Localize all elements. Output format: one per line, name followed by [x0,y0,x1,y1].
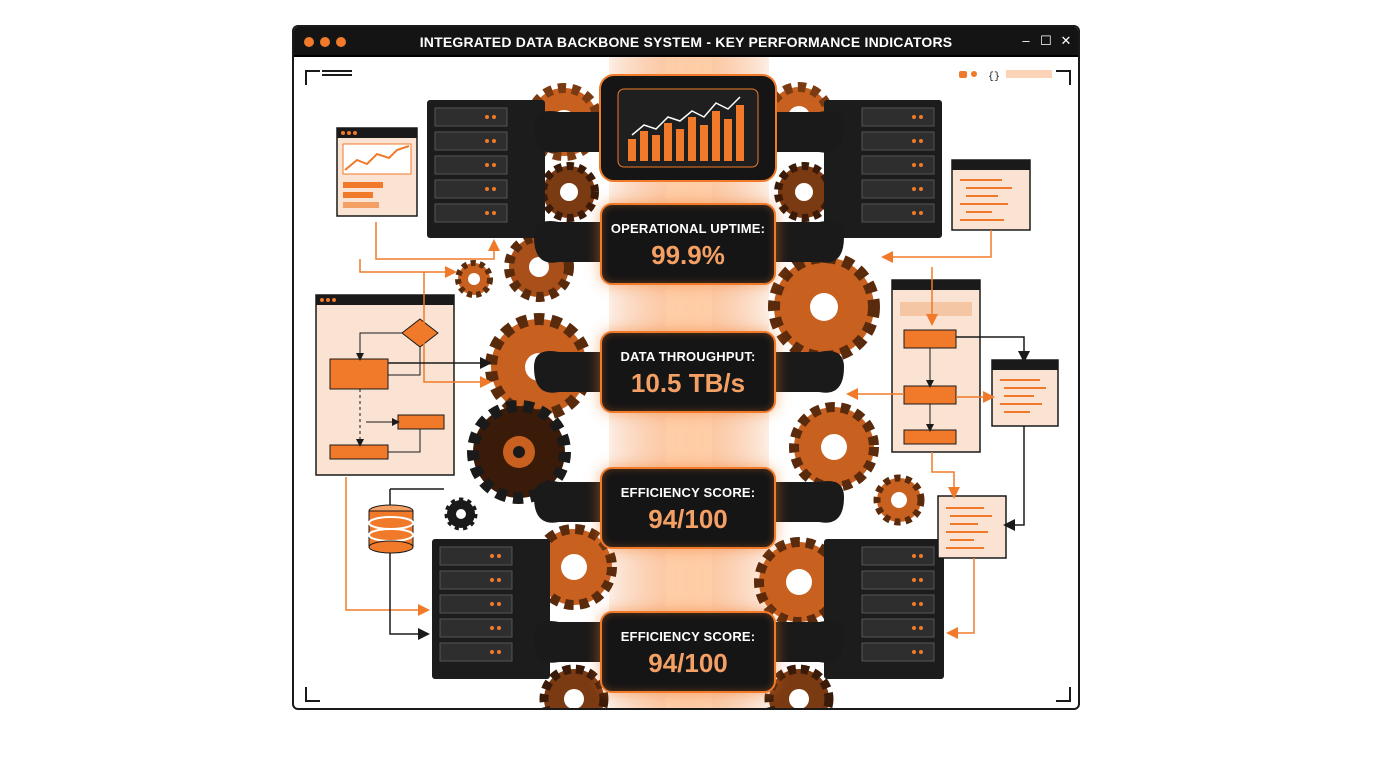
kpi-efficiency-score-2: EFFICIENCY SCORE: 94/100 [600,611,776,693]
svg-text:{}: {} [988,71,1000,83]
kpi-efficiency-score: EFFICIENCY SCORE: 94/100 [600,467,776,549]
gear-icon [873,474,925,526]
right-connectors [846,230,1030,639]
close-button[interactable]: ✕ [1060,33,1072,48]
top-left-decoration [322,70,352,76]
flowchart-icon [315,294,455,476]
server-rack-icon [432,539,550,679]
gear-icon [768,251,880,363]
window-title: INTEGRATED DATA BACKBONE SYSTEM - KEY PE… [419,34,953,50]
kpi-value: 94/100 [648,648,728,678]
code-window-icon [937,495,1007,559]
database-icon [368,504,414,554]
server-rack-icon [824,100,942,238]
kpi-value: 10.5 TB/s [630,368,746,398]
app-window: {} [292,25,1080,710]
minimize-button[interactable]: – [1022,33,1030,48]
spine-couplings [534,111,844,663]
kpi-label: DATA THROUGHPUT: [620,349,756,364]
kpi-value: 99.9% [651,240,725,270]
maximize-button[interactable]: ☐ [1040,33,1052,48]
gear-icon [467,400,571,504]
gear-icon [539,664,609,708]
kpi-label: OPERATIONAL UPTIME: [610,221,766,236]
kpi-data-throughput: DATA THROUGHPUT: 10.5 TB/s [600,331,776,413]
code-window-icon [991,359,1059,427]
flowchart-icon [891,279,981,453]
title-bar: INTEGRATED DATA BACKBONE SYSTEM - KEY PE… [294,27,1078,57]
gear-icon [789,402,879,492]
server-rack-icon [427,100,545,238]
code-window-icon [951,159,1031,231]
chart-screen [599,74,777,182]
gear-icon [531,524,617,610]
traffic-light-icon[interactable] [336,37,346,47]
gear-icon [764,664,834,708]
gear-icon [774,162,834,222]
kpi-label: EFFICIENCY SCORE: [620,485,756,500]
gear-icon [455,260,493,298]
chart-window-icon [336,127,418,217]
kpi-value: 94/100 [648,504,728,534]
kpi-operational-uptime: OPERATIONAL UPTIME: 99.9% [600,203,776,285]
kpi-label: EFFICIENCY SCORE: [620,629,756,644]
traffic-light-icon[interactable] [304,37,314,47]
traffic-light-icon[interactable] [320,37,330,47]
gear-icon [539,162,599,222]
server-rack-icon [824,539,944,679]
frame-corners [305,70,1071,702]
top-right-decoration: {} [959,70,1052,83]
gear-icon [444,497,478,531]
